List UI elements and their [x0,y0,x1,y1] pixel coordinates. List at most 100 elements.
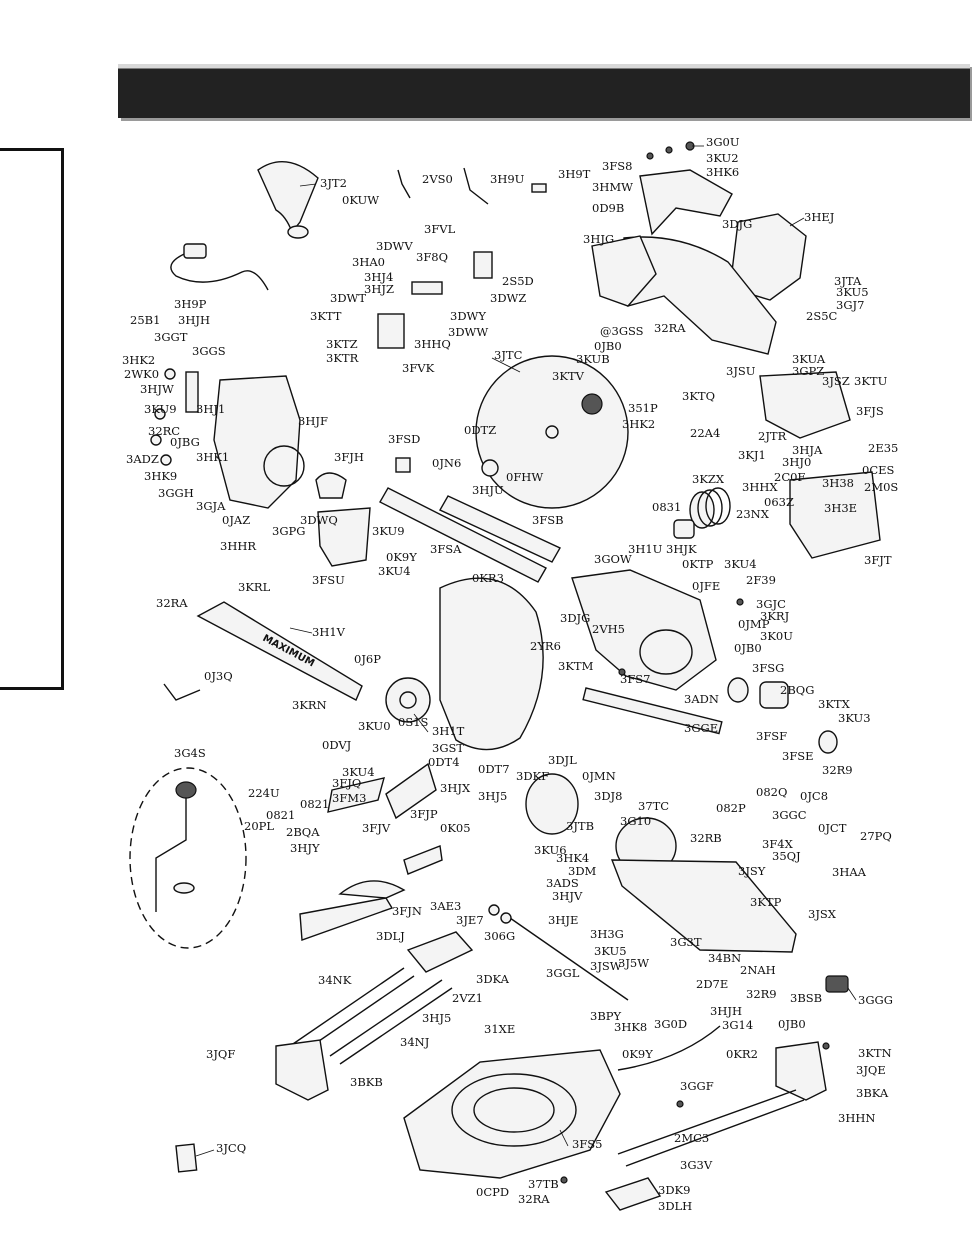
part-label: 0JB0 [734,641,762,655]
part-label: 2BQG [780,683,814,697]
part-label: 22A4 [690,426,720,440]
part-label: 3GJC [756,597,786,611]
dust-bag-part [257,161,319,234]
part-label: 3HJE [548,913,578,927]
part-label: 3HJW [140,382,174,396]
part-label: 3BSB [790,991,822,1005]
blade-guard-part [623,236,777,355]
part-label: 2D7E [696,977,728,991]
rear-lock-part [604,1177,662,1211]
part-label: 3FSB [532,513,564,527]
part-label: 3GPZ [792,364,824,378]
part-label: 0821 [300,797,329,811]
blade-washer-part [581,393,603,415]
part-label: 351P [628,401,658,415]
part-label: 34NK [318,973,352,987]
spring-part [689,487,731,529]
part-label: 3H3G [590,927,624,941]
part-label: 3DWZ [490,291,526,305]
part-label: 2S5D [502,274,534,288]
part-label: 3FSD [388,432,420,446]
part-label: 3HJY [290,841,320,855]
stop-bracket-part [385,762,437,820]
part-label: 27PQ [860,829,892,843]
part-label: 3KTN [858,1046,892,1060]
lever-part-3hjw [185,371,199,413]
rear-rail-part [625,1099,805,1167]
part-label: 3HJF [298,414,328,428]
part-label: 3JSU [726,364,756,378]
part-label: 0K9Y [386,550,417,564]
part-label: 3JSW [590,959,622,973]
knob-part-3fse [818,730,838,754]
front-bar-part-34nj-b [339,987,453,1065]
part-label: 3GGF [680,1079,714,1093]
part-label: 3DKF [516,769,549,783]
part-label: 3KRN [292,698,327,712]
part-label: 2NAH [740,963,776,977]
part-label: 3AE3 [430,899,461,913]
part-label: 3JCQ [216,1141,246,1155]
part-label: 2MC3 [674,1131,709,1145]
part-label: 37TC [638,799,669,813]
part-label: 2VS0 [422,172,453,186]
left-bracket-part [213,375,301,509]
part-label: 3KJ1 [738,448,766,462]
part-label: 3KRJ [760,609,790,623]
part-label: 3FS5 [572,1137,603,1151]
part-label: 3KTQ [682,389,715,403]
part-label: 3GJ7 [836,298,864,312]
part-label: 3GGS [192,344,226,358]
part-label: 34BN [708,951,741,965]
part-label: 3FSA [430,542,462,556]
part-label: 3G4S [174,746,206,760]
part-label: 25B1 [130,313,160,327]
part-label: 0JMP [738,617,770,631]
part-label: 0JB0 [778,1017,806,1031]
part-label: 2C0F [774,470,805,484]
part-label: 3KTM [558,659,594,673]
part-label: 3HK9 [144,469,177,483]
parts-drawing: MAXIMUM [129,141,881,1211]
part-label: 3FSU [312,573,345,587]
part-label: 3HJH [178,313,210,327]
part-label: 3HHR [220,539,256,553]
part-label: 3HAA [832,865,867,879]
part-label: 3K0U [760,629,793,643]
part-label: 3HK2 [122,353,155,367]
part-label: 3JT2 [320,176,347,190]
part-label: 0JAZ [222,513,250,527]
part-label: 3H1U [628,542,663,556]
switch-cover-part [473,251,493,279]
power-switch-part [183,243,207,259]
part-label: 3GPG [272,524,305,538]
part-label: 32R9 [746,987,777,1001]
part-label: 3DJG [722,217,752,231]
laser-top-cover-part [759,371,851,439]
part-label: 3H9U [490,172,525,186]
pivot-boss-part [639,629,693,675]
clamp-plate-part [327,777,385,813]
part-label: 3KTT [310,309,342,323]
part-label: 224U [248,786,280,800]
part-label: 3KRL [238,580,271,594]
part-label: 3HJH [710,1004,742,1018]
part-label: 3G0U [706,135,740,149]
part-label: 3KU4 [378,564,411,578]
part-label: 3DJG [560,611,590,625]
part-label: 3KZX [692,472,725,486]
part-label: 3HJ1 [196,402,225,416]
part-label: 3FS7 [620,672,651,686]
part-label: 3DLJ [376,929,405,943]
part-label: 2JTR [758,429,787,443]
part-label: 3FJT [864,553,892,567]
part-label: 3JE7 [456,913,484,927]
part-label: 2M0S [864,480,898,494]
part-label: 32RA [654,321,686,335]
gearbox-part [591,235,657,307]
part-label: 3DWV [376,239,413,253]
part-label: 3FVL [424,222,456,236]
switch-lever-part [411,281,443,295]
part-label: 3G3V [680,1158,713,1172]
